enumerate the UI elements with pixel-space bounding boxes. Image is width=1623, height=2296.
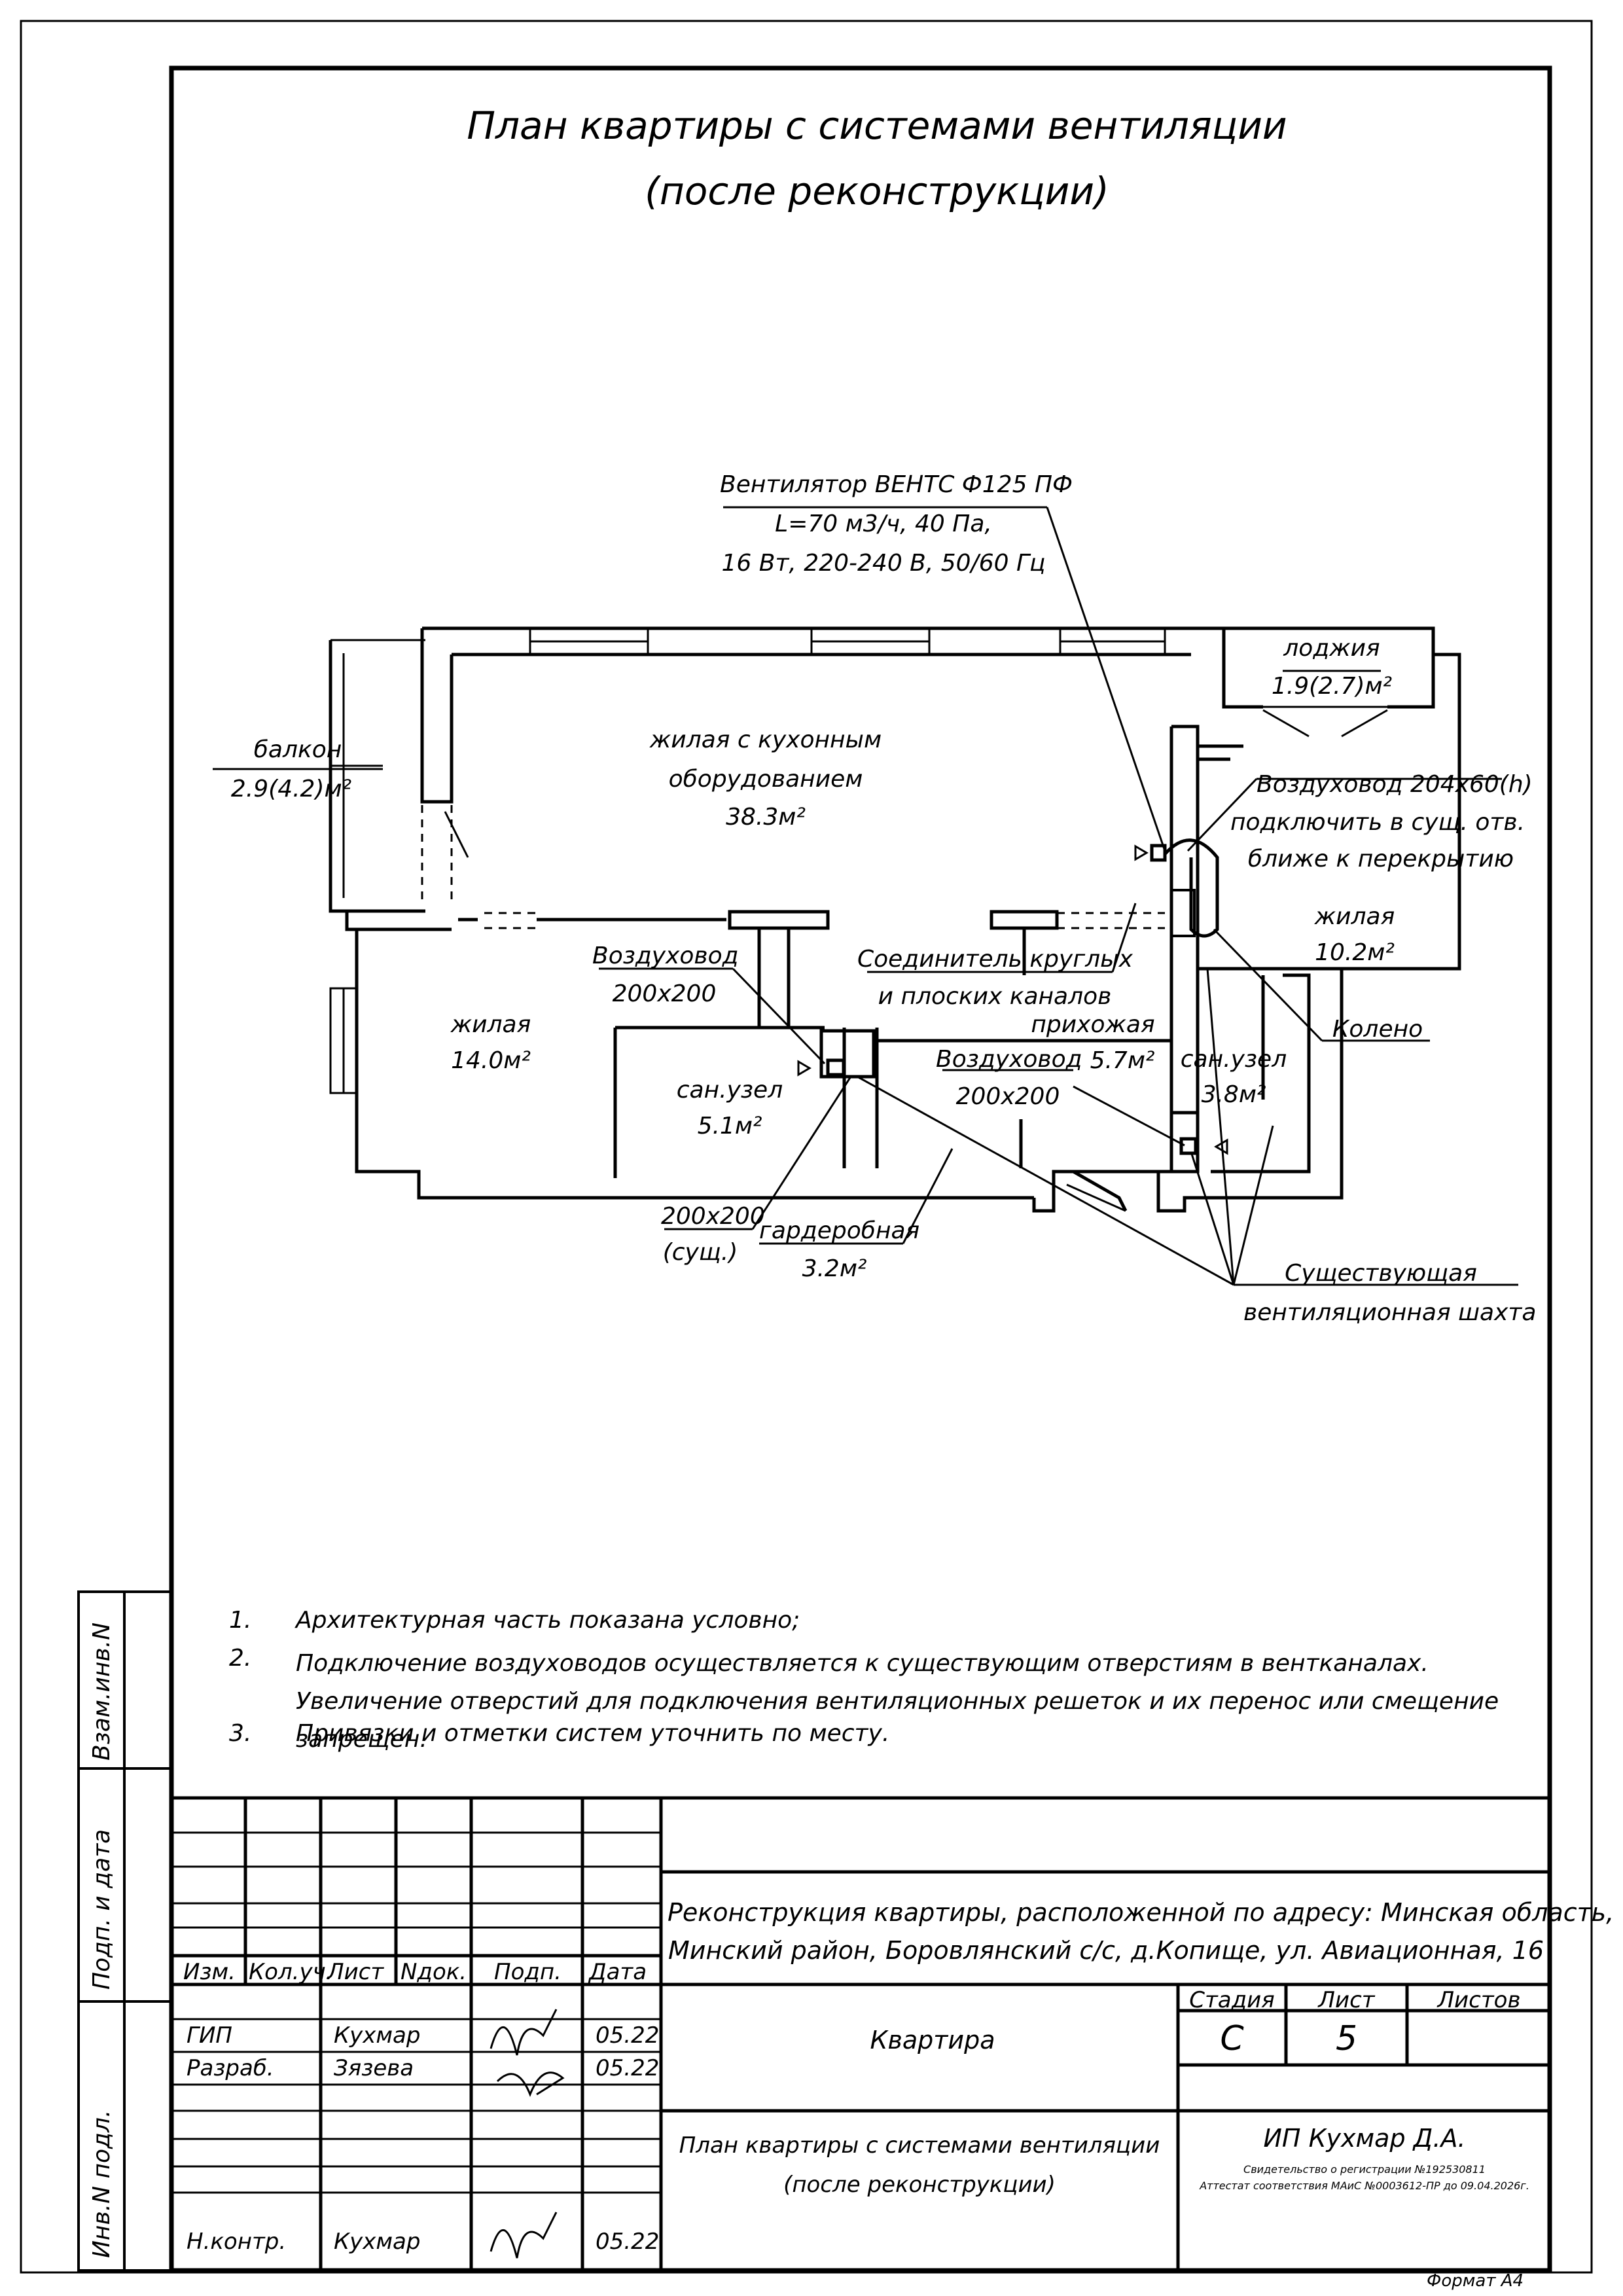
connector-line2: и плоских каналов [878, 983, 1112, 1010]
tb-row3-date: 05.22 [596, 2229, 660, 2255]
room-kitchen-line2: оборудованием [668, 766, 863, 793]
drawing-title-line1: План квартиры с системами вентиляции [467, 103, 1287, 148]
tb-company-reg: Свидетельство о регистрации №192530811 [1243, 2163, 1486, 2176]
tb-project-line2: Минский район, Боровлянский с/с, д.Копищ… [668, 1936, 1544, 1965]
duct-flat-line3: ближе к перекрытию [1247, 846, 1514, 872]
shaft-line2: вентиляционная шахта [1243, 1299, 1537, 1326]
tb-hdr-list: Лист [327, 1959, 384, 1985]
room-loggia-area: 1.9(2.7)м² [1271, 673, 1393, 700]
tb-drawing-title1: План квартиры с системами вентиляции [679, 2132, 1160, 2159]
side-stamp [77, 1590, 173, 2272]
tb-company-cert: Аттестат соответствия МАиС №0003612-ПР д… [1200, 2179, 1529, 2192]
title-block [171, 1796, 1550, 2270]
fan-params2: 16 Вт, 220-240 В, 50/60 Гц [721, 550, 1046, 577]
tb-row1-date: 05.22 [596, 2022, 660, 2049]
tb-hdr-data: Дата [589, 1959, 647, 1985]
floor-plan [329, 626, 1461, 1213]
tb-row1-name: Кухмар [334, 2022, 421, 2049]
format-label: Формат А4 [1427, 2271, 1524, 2291]
leader-lines [213, 506, 1518, 1286]
tb-row3-name: Кухмар [334, 2229, 421, 2255]
fan-name: Вентилятор ВЕНТС Ф125 ПФ [720, 471, 1073, 498]
room-living-left-area: 14.0м² [451, 1047, 531, 1074]
existing-duct-note: (сущ.) [662, 1239, 738, 1266]
tb-object: Квартира [870, 2026, 995, 2054]
tb-hdr-podp: Подп. [494, 1959, 562, 1985]
fan-params1: L=70 м3/ч, 40 Па, [775, 511, 992, 537]
room-hall-area: 5.7м² [1090, 1047, 1155, 1074]
tb-company: ИП Кухмар Д.А. [1263, 2124, 1466, 2153]
duct-left-name: Воздуховод [592, 942, 739, 969]
tb-hdr-kol: Кол.уч. [249, 1959, 333, 1985]
room-kitchen-line1: жилая с кухонным [649, 726, 882, 753]
note-1-num: 1. [229, 1607, 252, 1634]
tb-row2-name: Зязева [334, 2055, 414, 2081]
tb-drawing-title2: (после реконструкции) [783, 2172, 1056, 2198]
room-wardrobe-name: гардеробная [759, 1217, 920, 1244]
room-living-right-area: 10.2м² [1315, 939, 1395, 966]
room-bath-left-name: сан.узел [676, 1077, 783, 1103]
room-wardrobe-area: 3.2м² [802, 1255, 867, 1282]
side-stamp-vzam: Взам.инв.N [88, 1622, 115, 1761]
duct-flat-name: Воздуховод 204х60(h) [1257, 771, 1533, 798]
tb-stage: С [1220, 2019, 1244, 2058]
elbow-label: Колено [1332, 1016, 1423, 1043]
shaft-line1: Существующая [1285, 1260, 1477, 1287]
tb-row2-date: 05.22 [596, 2055, 660, 2081]
duct-left-size: 200х200 [612, 980, 717, 1007]
note-3-text: Привязки и отметки систем уточнить по ме… [296, 1720, 890, 1747]
signatures [490, 2009, 565, 2259]
note-3-num: 3. [229, 1720, 252, 1747]
room-living-right-name: жилая [1314, 903, 1395, 930]
room-bath-left-area: 5.1м² [697, 1113, 762, 1139]
note-2-num: 2. [229, 1645, 252, 1672]
duct-mid-size: 200х200 [955, 1083, 1060, 1110]
side-stamp-podp: Подп. и дата [88, 1829, 115, 1990]
room-hall-name: прихожая [1031, 1011, 1155, 1038]
duct-flat-line2: подключить в сущ. отв. [1230, 809, 1525, 836]
room-living-left-name: жилая [450, 1011, 531, 1038]
side-stamp-inv: Инв.N подл. [88, 2109, 115, 2258]
drawing-title-line2: (после реконструкции) [645, 169, 1109, 213]
duct-mid-name: Воздуховод [936, 1046, 1082, 1073]
tb-sheet: 5 [1335, 2019, 1358, 2058]
tb-hdr-izm: Изм. [183, 1959, 236, 1985]
tb-row1-role: ГИП [187, 2022, 232, 2049]
room-bath-right-area: 3.8м² [1201, 1081, 1266, 1108]
tb-sheet-header: Лист [1318, 1987, 1375, 2013]
room-balcony-area: 2.9(4.2)м² [230, 776, 352, 802]
room-bath-right-name: сан.узел [1180, 1046, 1287, 1073]
tb-sheets-header: Листов [1437, 1987, 1521, 2013]
inner-frame [169, 65, 1552, 2273]
note-1-text: Архитектурная часть показана условно; [296, 1607, 800, 1634]
room-balcony-name: балкон [253, 736, 342, 763]
connector-line1: Соединитель круглых [857, 946, 1133, 973]
existing-duct-size: 200х200 [661, 1203, 765, 1230]
note-2-text: Подключение воздуховодов осуществляется … [296, 1650, 1499, 1753]
tb-stage-header: Стадия [1189, 1987, 1275, 2013]
room-loggia-name: лоджия [1283, 635, 1380, 662]
tb-hdr-ndok: Nдок. [401, 1959, 467, 1985]
tb-row3-role: Н.контр. [187, 2229, 287, 2255]
room-kitchen-area: 38.3м² [726, 804, 806, 831]
tb-row2-role: Разраб. [187, 2055, 274, 2081]
tb-project-line1: Реконструкция квартиры, расположенной по… [668, 1898, 1614, 1927]
